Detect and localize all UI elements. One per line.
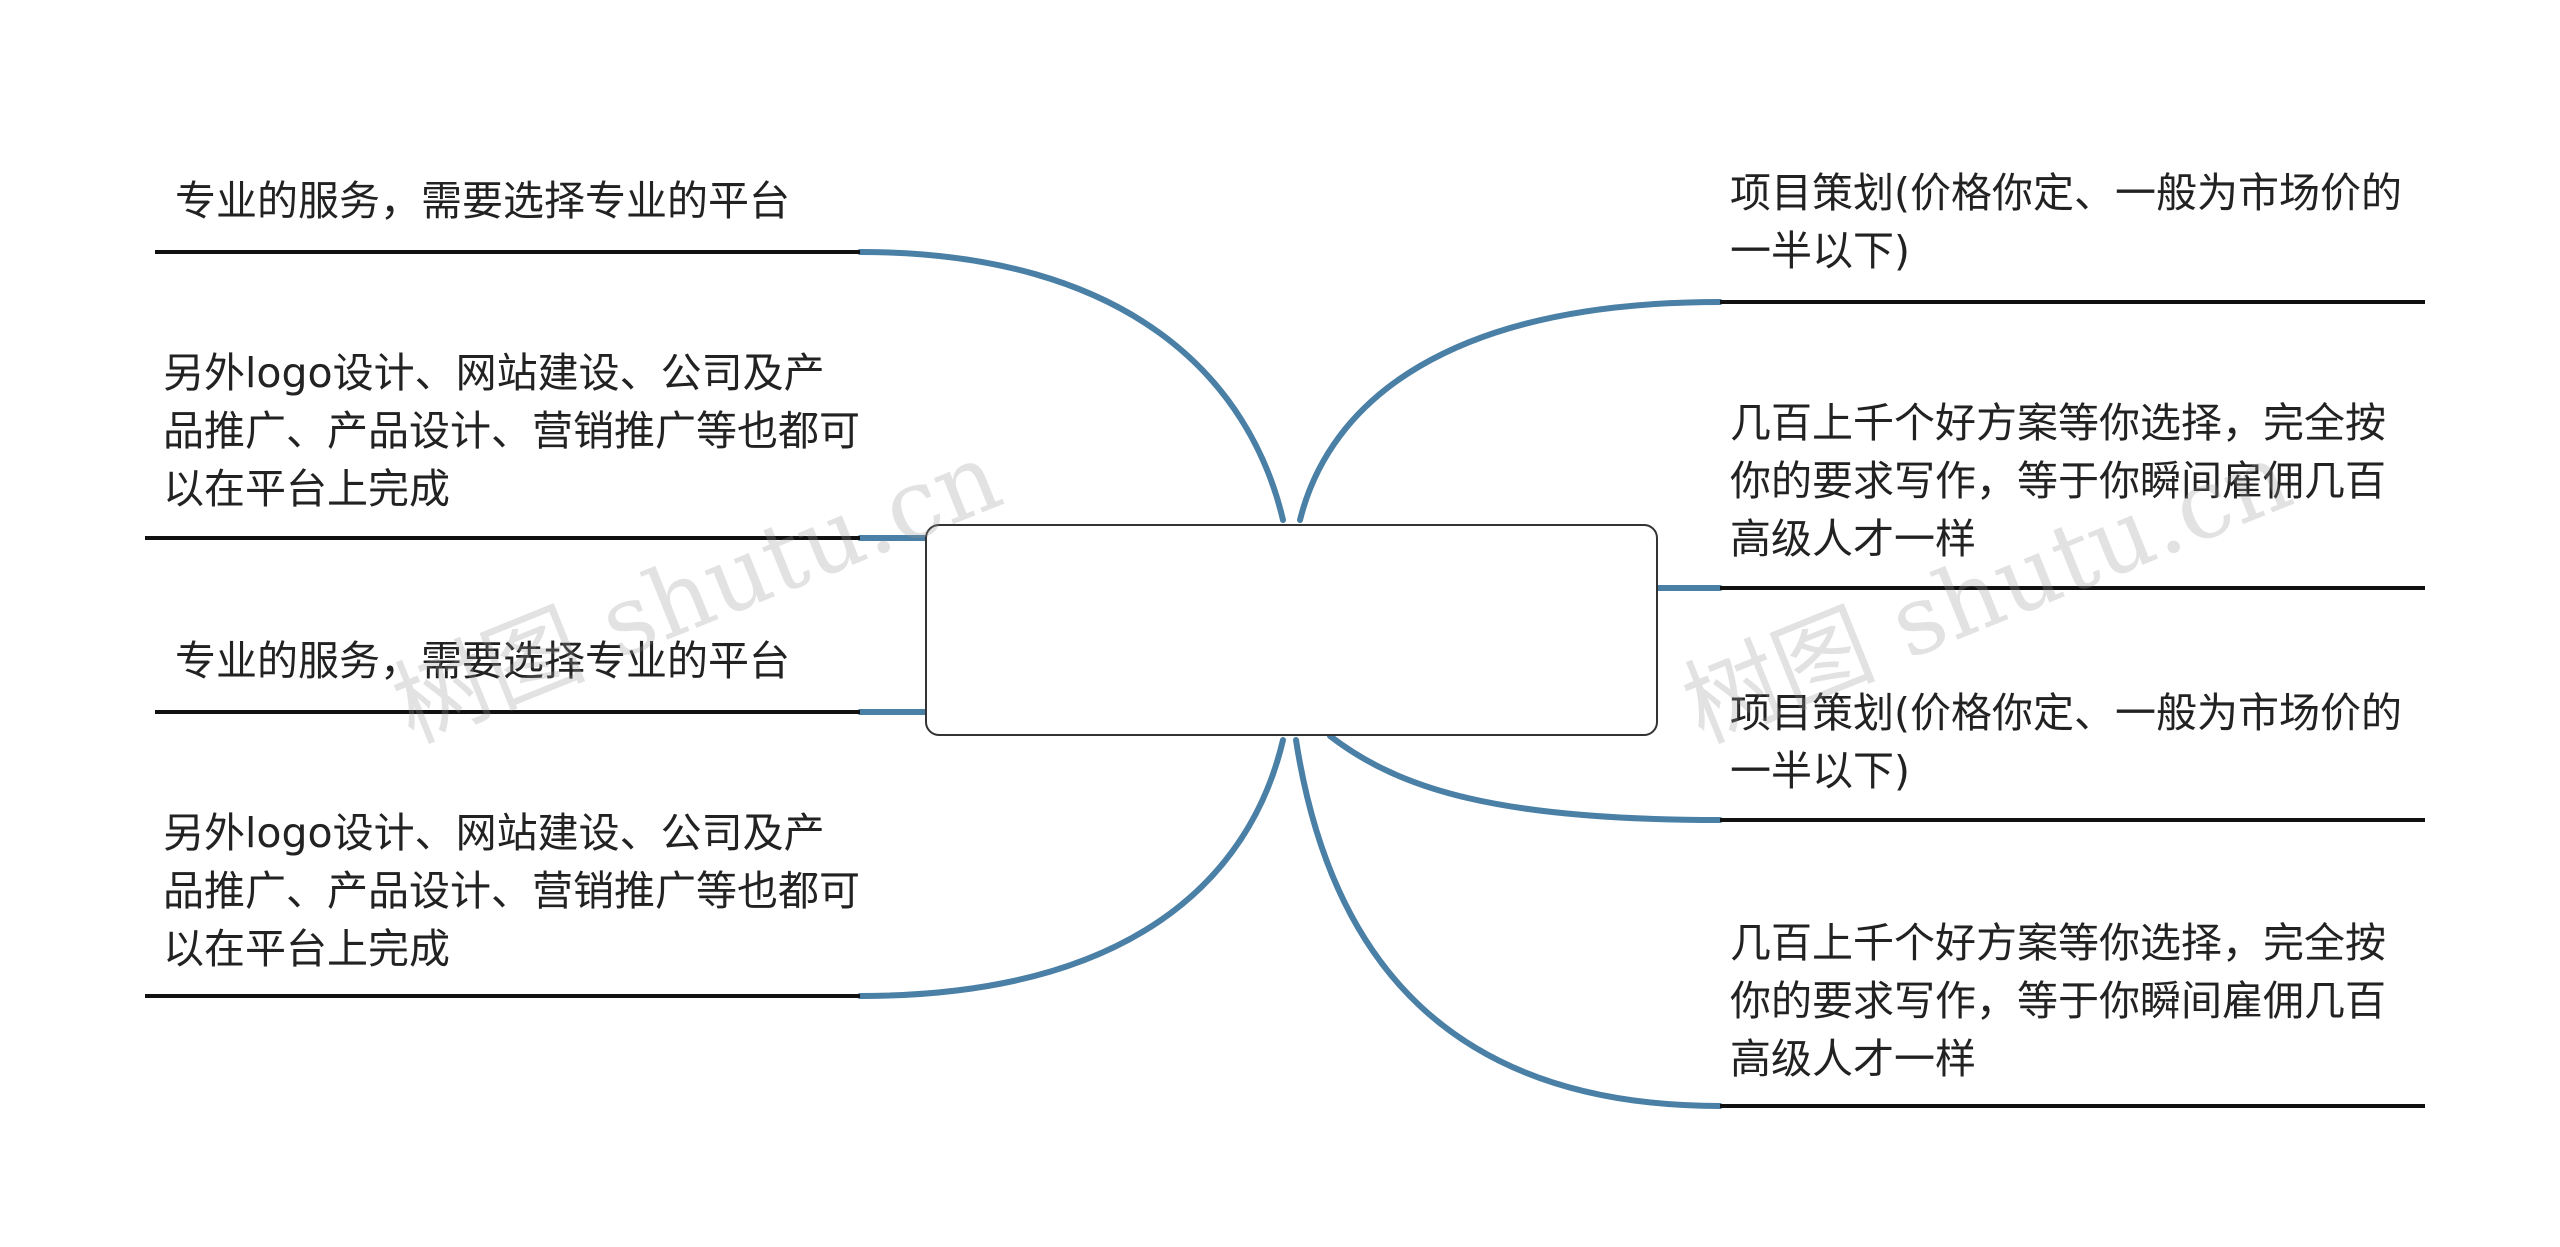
connector-right-1 xyxy=(1297,299,1723,523)
branch-right-1-label[interactable]: 项目策划(价格你定、一般为市场价的一半以下) xyxy=(1730,169,2402,275)
connector-left-1 xyxy=(857,249,1286,523)
branch-right-4-label[interactable]: 几百上千个好方案等你选择，完全按你的要求写作，等于你瞬间雇佣几百高级人才一样 xyxy=(1730,919,2386,1083)
branch-left-1-label[interactable]: 专业的服务，需要选择专业的平台 xyxy=(175,177,790,225)
central-topic-box[interactable] xyxy=(925,524,1658,736)
branch-left-4-label[interactable]: 另外logo设计、网站建设、公司及产品推广、产品设计、营销推广等也都可以在平台上… xyxy=(163,809,860,973)
branch-left-2-label[interactable]: 另外logo设计、网站建设、公司及产品推广、产品设计、营销推广等也都可以在平台上… xyxy=(163,349,860,513)
branch-left-3-label[interactable]: 专业的服务，需要选择专业的平台 xyxy=(175,637,790,685)
connector-right-4 xyxy=(1293,737,1723,1109)
connector-right-3 xyxy=(1327,733,1723,823)
branch-right-2-label[interactable]: 几百上千个好方案等你选择，完全按你的要求写作，等于你瞬间雇佣几百高级人才一样 xyxy=(1730,399,2386,563)
branch-right-3-label[interactable]: 项目策划(价格你定、一般为市场价的一半以下) xyxy=(1730,689,2402,795)
connector-left-4 xyxy=(857,737,1286,999)
